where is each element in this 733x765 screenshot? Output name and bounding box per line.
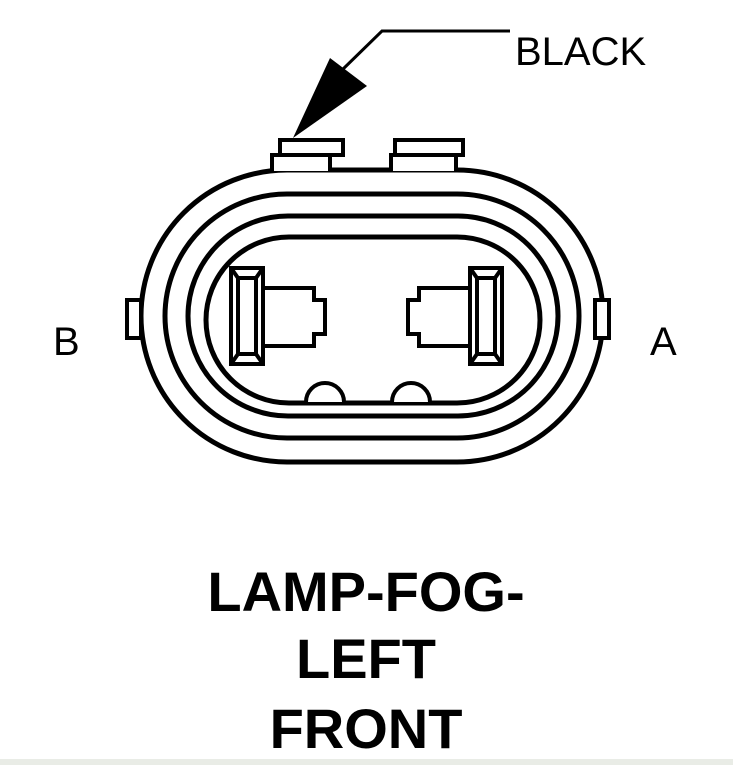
connector-housing-ring — [162, 191, 582, 441]
connector-housing-inner-ring — [185, 213, 561, 419]
connector-title-line-3: FRONT — [270, 697, 463, 760]
connector-title-line-1: LAMP-FOG- — [207, 560, 524, 623]
bottom-bump-right — [390, 381, 432, 403]
wire-color-leader — [293, 29, 510, 138]
leader-line — [338, 29, 510, 74]
top-latch-tabs — [270, 138, 465, 171]
terminal-a — [406, 266, 504, 366]
page-bottom-border — [0, 759, 733, 765]
terminal-b — [229, 266, 327, 366]
connector-cavity — [203, 234, 543, 406]
side-key-left — [125, 298, 143, 340]
bottom-bump-left — [304, 381, 346, 403]
pin-label-b: B — [53, 320, 80, 364]
leader-arrowhead — [293, 58, 367, 138]
pin-label-a: A — [650, 320, 677, 364]
side-key-right — [593, 298, 611, 340]
wire-color-label: BLACK — [515, 30, 646, 74]
connector-title-line-2: LEFT — [296, 627, 436, 690]
